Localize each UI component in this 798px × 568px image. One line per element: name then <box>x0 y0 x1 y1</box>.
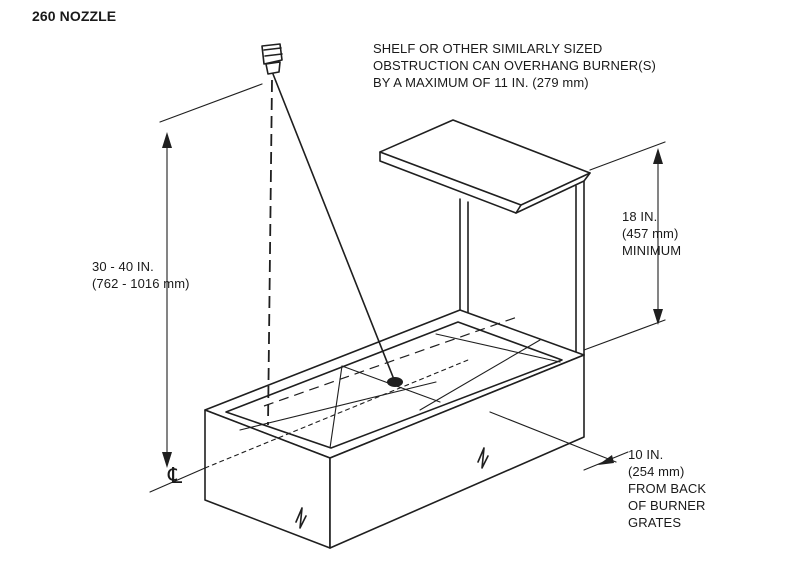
back-arrow <box>598 455 614 465</box>
back-label: 10 IN. (254 mm) FROM BACK OF BURNER GRAT… <box>628 446 706 531</box>
burner-right-face <box>329 354 585 549</box>
shelf-front-edge <box>379 151 522 214</box>
clearance-dimension <box>583 141 666 351</box>
grate-x-1 <box>239 381 437 431</box>
nozzle-assembly <box>261 43 396 426</box>
clearance-extension-top <box>589 141 666 171</box>
back-extension-line <box>489 411 617 463</box>
clearance-label-min: MINIMUM <box>622 243 682 258</box>
break-mark-right <box>477 447 489 469</box>
break-mark-front <box>295 507 307 529</box>
shelf-obstruction <box>379 119 591 361</box>
obstruction-note-line-2: OBSTRUCTION CAN OVERHANG BURNER(S) <box>373 58 656 73</box>
nozzle-title: 260 NOZZLE <box>32 8 117 24</box>
back-label-mm: (254 mm) <box>628 464 685 479</box>
grate-centerline <box>263 315 521 407</box>
clearance-arrow-top <box>653 148 663 164</box>
nozzle-vertical-dashed <box>267 79 273 426</box>
obstruction-note-line-1: SHELF OR OTHER SIMILARLY SIZED <box>373 41 603 56</box>
clearance-label-in: 18 IN. <box>622 209 658 224</box>
height-arrow-top <box>162 132 172 148</box>
nozzle-tip <box>265 61 281 75</box>
height-dimension <box>159 83 263 468</box>
floor-centerline-left <box>149 467 206 493</box>
grate-x-4 <box>435 333 561 363</box>
back-dimension <box>149 359 629 493</box>
grate-x-5 <box>419 339 541 411</box>
clearance-extension-bottom <box>583 319 666 351</box>
clearance-arrow-bottom <box>653 309 663 325</box>
height-extension-top <box>159 83 263 123</box>
height-arrow-bottom <box>162 452 172 468</box>
burner-appliance <box>204 309 585 549</box>
back-label-in: 10 IN. <box>628 447 664 462</box>
clearance-label-mm: (457 mm) <box>622 226 679 241</box>
back-label-line-3: FROM BACK <box>628 481 707 496</box>
back-label-line-4: OF BURNER <box>628 498 706 513</box>
height-label-in: 30 - 40 IN. <box>92 259 154 274</box>
burner-grate-frame <box>225 321 563 449</box>
clearance-label: 18 IN. (457 mm) MINIMUM <box>622 208 681 259</box>
nozzle-threads <box>263 47 283 57</box>
obstruction-note-line-3: BY A MAXIMUM OF 11 IN. (279 mm) <box>373 75 589 90</box>
back-label-line-5: GRATES <box>628 515 682 530</box>
centerline-symbol: ℄ <box>168 463 183 488</box>
height-label: 30 - 40 IN. (762 - 1016 mm) <box>92 258 190 292</box>
height-label-mm: (762 - 1016 mm) <box>92 276 190 291</box>
nozzle-discharge-line <box>272 73 396 383</box>
obstruction-note: SHELF OR OTHER SIMILARLY SIZED OBSTRUCTI… <box>373 40 656 91</box>
